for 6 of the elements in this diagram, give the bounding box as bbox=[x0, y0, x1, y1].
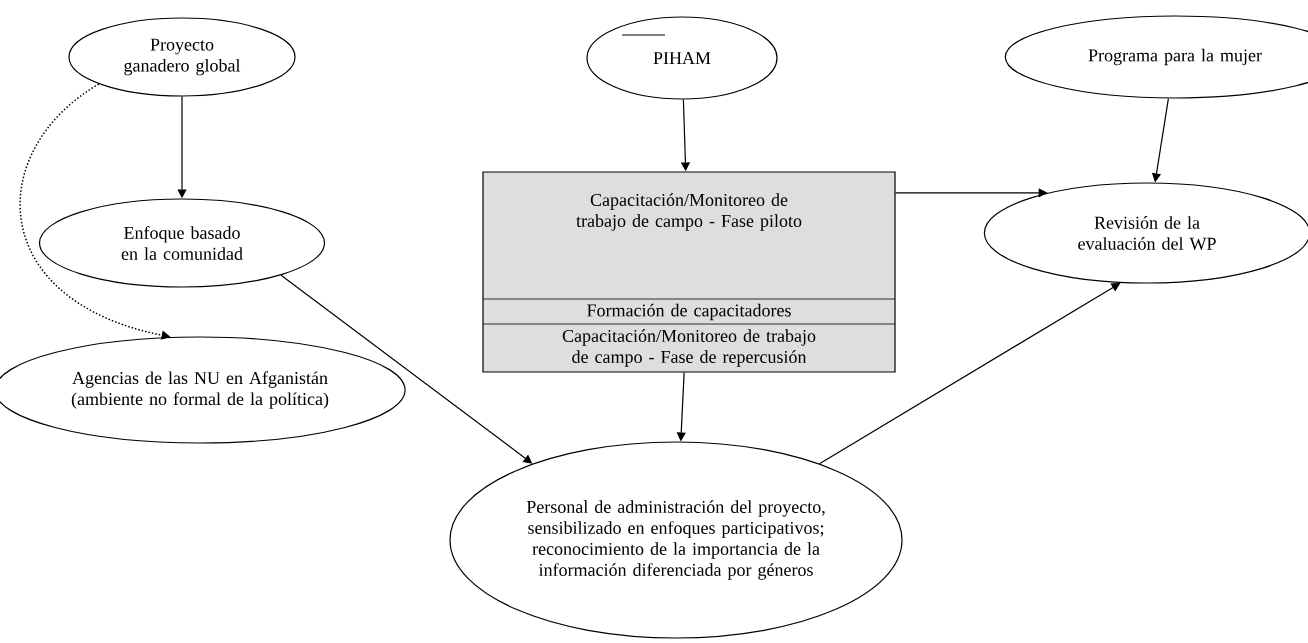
ellipse-node: Enfoque basado en la comunidad bbox=[38, 198, 326, 288]
ellipse-node: Personal de administración del proyecto, sensibilizado en enfoques participativos; reconocimiento de la importancia de la información diferenciada por géneros bbox=[449, 441, 903, 639]
arrow bbox=[280, 274, 533, 464]
ellipse-node: Proyecto ganadero global bbox=[68, 17, 296, 97]
ellipse-node: PIHAM bbox=[586, 16, 778, 100]
stacked-box: Capacitación/Monitoreo de trabajo de campo - Fase piloto Formación de capacitadores Capacitación/Monitoreo de trabajo de campo - Fase de repercusión bbox=[482, 171, 896, 373]
